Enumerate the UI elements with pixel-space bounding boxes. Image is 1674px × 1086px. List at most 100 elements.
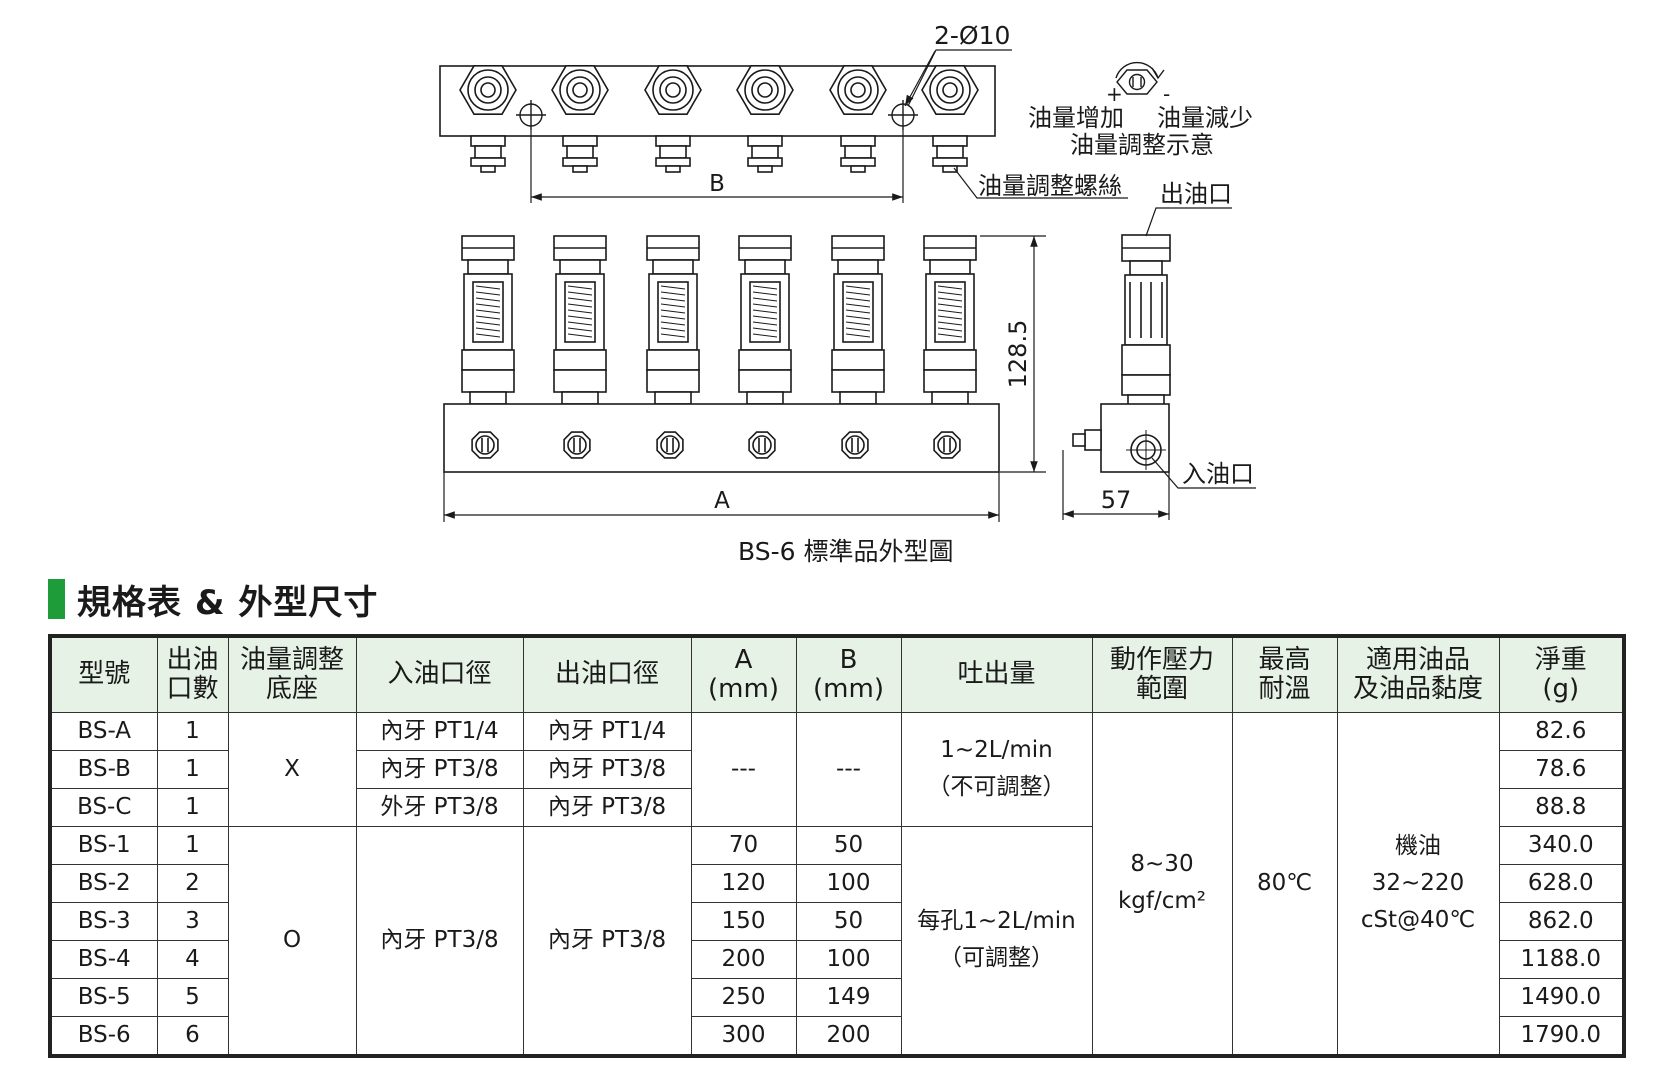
mounting-hole-right	[888, 100, 918, 130]
cell-a: 150	[690, 901, 797, 941]
inlet-port	[841, 431, 869, 459]
dimension-side-label: 57	[1101, 486, 1132, 514]
dimension-side	[1062, 450, 1170, 520]
table-row: BS-A 1 X 內牙 PT1/4 內牙 PT1/4 --- --- 1~2L/…	[49, 711, 1625, 1056]
label-decrease: 油量減少	[1157, 104, 1253, 132]
cell-b: 149	[795, 977, 902, 1017]
top-view	[439, 65, 996, 173]
cell-outlet: 內牙 PT3/8	[522, 787, 692, 827]
cell-outlet: 內牙 PT1/4	[522, 711, 692, 751]
sight-valve	[646, 235, 700, 405]
dimension-b	[530, 130, 904, 203]
cell-model: BS-6	[49, 1015, 158, 1056]
top-view-hex-fittings	[459, 65, 979, 115]
header-weight: 淨重(g)	[1498, 635, 1625, 713]
section-title-bar	[48, 579, 65, 619]
dimension-a-label: A	[714, 488, 730, 514]
sight-valve	[831, 235, 885, 405]
cell-outlets: 1	[156, 749, 229, 789]
cell-weight: 1490.0	[1498, 977, 1625, 1017]
inlet-port	[933, 431, 961, 459]
cell-a: 120	[690, 863, 797, 903]
inlet-port	[656, 431, 684, 459]
table-row: BS-5 5 250 149 1490.0	[49, 977, 1625, 1017]
front-view-ports	[471, 431, 961, 459]
sight-valve	[923, 235, 977, 405]
cell-b: 200	[795, 1015, 902, 1056]
inlet-port	[563, 431, 591, 459]
front-view	[443, 235, 1000, 473]
plus-sign: +	[1106, 82, 1123, 106]
table-row: BS-4 4 200 100 1188.0	[49, 939, 1625, 979]
sight-valve	[738, 235, 792, 405]
section-title-text: 規格表 & 外型尺寸	[77, 582, 379, 623]
header-pressure: 動作壓力範圍	[1091, 635, 1233, 713]
mounting-hole-left	[516, 100, 546, 130]
table-row: BS-6 6 300 200 1790.0	[49, 1015, 1625, 1056]
dimension-b-label: B	[709, 171, 725, 197]
cell-inlet: 內牙 PT1/4	[355, 711, 524, 751]
inlet-port	[748, 431, 776, 459]
header-outlets: 出油口數	[156, 635, 229, 713]
dimension-height	[980, 235, 1046, 473]
cell-a-group1: ---	[690, 711, 797, 827]
front-view-valves	[461, 235, 977, 405]
adjust-screw	[655, 135, 691, 173]
side-view-block	[1100, 403, 1170, 473]
drawing-caption: BS-6 標準品外型圖	[738, 537, 953, 566]
cell-model: BS-2	[49, 863, 158, 903]
adjust-screw	[562, 135, 598, 173]
cell-outlet: 內牙 PT3/8	[522, 749, 692, 789]
header-temp: 最高耐溫	[1231, 635, 1338, 713]
label-increase: 油量增加	[1028, 104, 1124, 132]
cell-inlet-group2: 內牙 PT3/8	[355, 825, 524, 1056]
sight-valve	[553, 235, 607, 405]
cell-b: 50	[795, 825, 902, 865]
cell-weight: 1790.0	[1498, 1015, 1625, 1056]
header-base: 油量調整底座	[227, 635, 357, 713]
minus-sign: -	[1163, 82, 1170, 106]
hole-dimension	[904, 49, 1012, 107]
header-model: 型號	[49, 635, 158, 713]
cell-model: BS-4	[49, 939, 158, 979]
hex-fitting	[644, 65, 702, 115]
cell-outlets: 1	[156, 787, 229, 827]
cell-model: BS-1	[49, 825, 158, 865]
cell-weight: 82.6	[1498, 711, 1625, 751]
adjust-screw-leader	[953, 167, 1128, 199]
cell-inlet: 內牙 PT3/8	[355, 749, 524, 789]
hex-fitting	[829, 65, 887, 115]
header-a: A(mm)	[690, 635, 797, 713]
cell-outlets: 4	[156, 939, 229, 979]
header-oil: 適用油品及油品黏度	[1336, 635, 1500, 713]
cell-temp: 80℃	[1231, 711, 1338, 1056]
label-adjust-diagram: 油量調整示意	[1070, 131, 1214, 159]
cell-weight: 628.0	[1498, 863, 1625, 903]
adjust-screw	[470, 135, 506, 173]
top-view-base-plate	[439, 65, 996, 137]
cell-outlets: 6	[156, 1015, 229, 1056]
cell-weight: 862.0	[1498, 901, 1625, 941]
cell-outlets: 3	[156, 901, 229, 941]
cell-weight: 1188.0	[1498, 939, 1625, 979]
outlet-leader	[1145, 207, 1232, 237]
table-row: BS-3 3 150 50 862.0	[49, 901, 1625, 941]
cell-discharge-group2: 每孔1~2L/min（可調整）	[900, 825, 1093, 1056]
table-row: BS-C 1 外牙 PT3/8 內牙 PT3/8 88.8	[49, 787, 1625, 827]
cell-weight: 340.0	[1498, 825, 1625, 865]
cell-model: BS-3	[49, 901, 158, 941]
cell-outlets: 1	[156, 711, 229, 751]
cell-model: BS-B	[49, 749, 158, 789]
hex-fitting	[736, 65, 794, 115]
cell-a: 70	[690, 825, 797, 865]
sight-valve	[461, 235, 515, 405]
cell-model: BS-A	[49, 711, 158, 751]
section-title: 規格表 & 外型尺寸	[48, 578, 378, 623]
cell-weight: 88.8	[1498, 787, 1625, 827]
dimension-a	[443, 472, 1000, 522]
side-view	[1072, 234, 1171, 473]
adjust-screw	[747, 135, 783, 173]
adjust-screw	[840, 135, 876, 173]
